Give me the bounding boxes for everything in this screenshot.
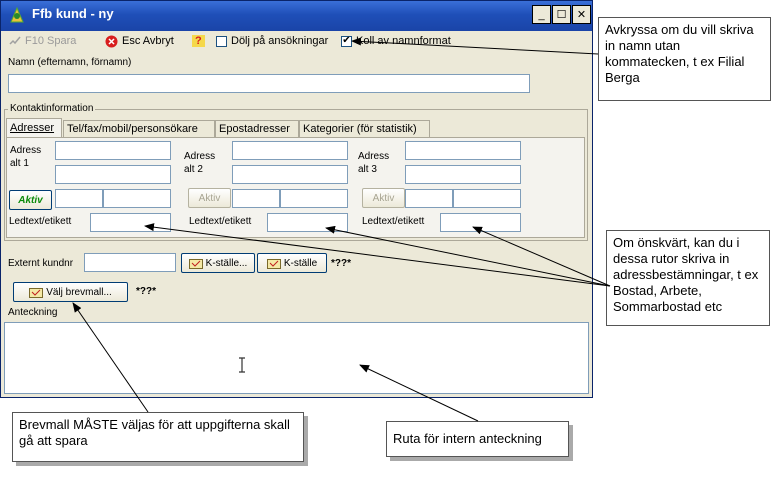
save-label: F10 Spara xyxy=(25,35,77,47)
arrow-to-name-format xyxy=(351,37,599,55)
tab-categories[interactable]: Kategorier (för statistik) xyxy=(299,120,430,137)
address2-line1-input[interactable] xyxy=(232,141,348,160)
kstalle1-label: K-ställe... xyxy=(205,257,248,269)
contact-group xyxy=(4,109,588,241)
address2-label: Adress alt 2 xyxy=(184,151,216,175)
external-marker: *??* xyxy=(331,258,351,269)
callout-ledtext: Om önskvärt, kan du i dessa rutor skriva… xyxy=(606,230,770,326)
kstalle2-button[interactable]: K-ställe xyxy=(257,253,327,273)
address2-zip-input[interactable] xyxy=(232,189,280,208)
callout-name-format: Avkryssa om du vill skriva in namn utan … xyxy=(598,17,771,101)
arrow-to-note xyxy=(359,364,479,422)
address2-city-input[interactable] xyxy=(280,189,348,208)
address2-ledtext-label: Ledtext/etikett xyxy=(189,216,252,227)
close-button[interactable]: ✕ xyxy=(572,5,591,24)
arrow-to-ledtext1 xyxy=(144,223,611,287)
maximize-button[interactable]: ☐ xyxy=(552,5,571,24)
kstalle2-label: K-ställe xyxy=(283,257,318,269)
hide-label: Dölj på ansökningar xyxy=(231,35,329,47)
address3-line1-input[interactable] xyxy=(405,141,521,160)
save-icon xyxy=(9,36,21,45)
address1-line1-input[interactable] xyxy=(55,141,171,160)
cancel-button[interactable]: Esc Avbryt xyxy=(105,34,174,48)
address1-city-input[interactable] xyxy=(103,189,171,208)
cancel-icon xyxy=(105,35,118,47)
address3-zip-input[interactable] xyxy=(405,189,453,208)
letter-template-icon xyxy=(29,287,44,298)
address3-city-input[interactable] xyxy=(453,189,521,208)
tab-email[interactable]: Epostadresser xyxy=(215,120,299,137)
name-input[interactable] xyxy=(8,74,530,93)
window-title: Ffb kund - ny xyxy=(32,6,114,21)
external-customer-label: Externt kundnr xyxy=(8,258,74,269)
tab-phone[interactable]: Tel/fax/mobil/personsökare xyxy=(63,120,215,137)
choose-letter-template-button[interactable]: Välj brevmall... xyxy=(13,282,128,302)
contact-group-label: Kontaktinformation xyxy=(8,103,96,114)
kstalle1-button[interactable]: K-ställe... xyxy=(181,253,255,273)
tab-addresses[interactable]: Adresser xyxy=(6,118,62,137)
callout-note: Ruta för intern anteckning xyxy=(386,421,569,457)
address1-ledtext-label: Ledtext/etikett xyxy=(9,216,72,227)
name-format-label: Koll av namnformat xyxy=(356,35,451,47)
minimize-button[interactable]: _ xyxy=(532,5,551,24)
kstalle2-icon xyxy=(266,258,281,269)
app-icon xyxy=(10,6,24,23)
external-customer-input[interactable] xyxy=(84,253,176,272)
check-icon: ✔ xyxy=(342,35,351,46)
hide-on-applications-checkbox[interactable]: Dölj på ansökningar xyxy=(216,34,328,48)
note-label: Anteckning xyxy=(8,307,58,318)
kstalle-icon xyxy=(188,258,203,269)
save-button[interactable]: F10 Spara xyxy=(9,34,76,48)
callout-letter-template: Brevmall MÅSTE väljas för att uppgiftern… xyxy=(12,412,304,462)
choose-letter-template-label: Välj brevmall... xyxy=(46,286,112,298)
address1-label: Adress alt 1 xyxy=(10,145,42,169)
title-bar[interactable] xyxy=(1,1,592,31)
address2-aktiv-button[interactable]: Aktiv xyxy=(188,188,231,208)
arrow-to-ledtext3 xyxy=(472,226,611,287)
letter-template-marker: *??* xyxy=(136,286,156,297)
name-label: Namn (efternamn, förnamn) xyxy=(8,57,132,68)
address2-line2-input[interactable] xyxy=(232,165,348,184)
text-cursor-icon xyxy=(239,357,245,373)
address3-ledtext-label: Ledtext/etikett xyxy=(362,216,425,227)
address3-aktiv-button[interactable]: Aktiv xyxy=(362,188,405,208)
hide-checkbox-box[interactable] xyxy=(216,35,227,47)
note-textarea[interactable] xyxy=(4,322,589,394)
address1-line2-input[interactable] xyxy=(55,165,171,184)
address3-line2-input[interactable] xyxy=(405,165,521,184)
address3-label: Adress alt 3 xyxy=(358,151,390,175)
address1-zip-input[interactable] xyxy=(55,189,103,208)
cancel-label: Esc Avbryt xyxy=(122,35,174,47)
arrow-to-ledtext2 xyxy=(325,225,611,287)
address1-aktiv-button[interactable]: Aktiv xyxy=(9,190,52,210)
arrow-to-letter-button xyxy=(72,302,149,413)
help-button[interactable]: ? xyxy=(192,34,205,48)
name-format-checkbox[interactable]: ✔ Koll av namnformat xyxy=(341,34,451,48)
help-icon: ? xyxy=(192,35,205,47)
